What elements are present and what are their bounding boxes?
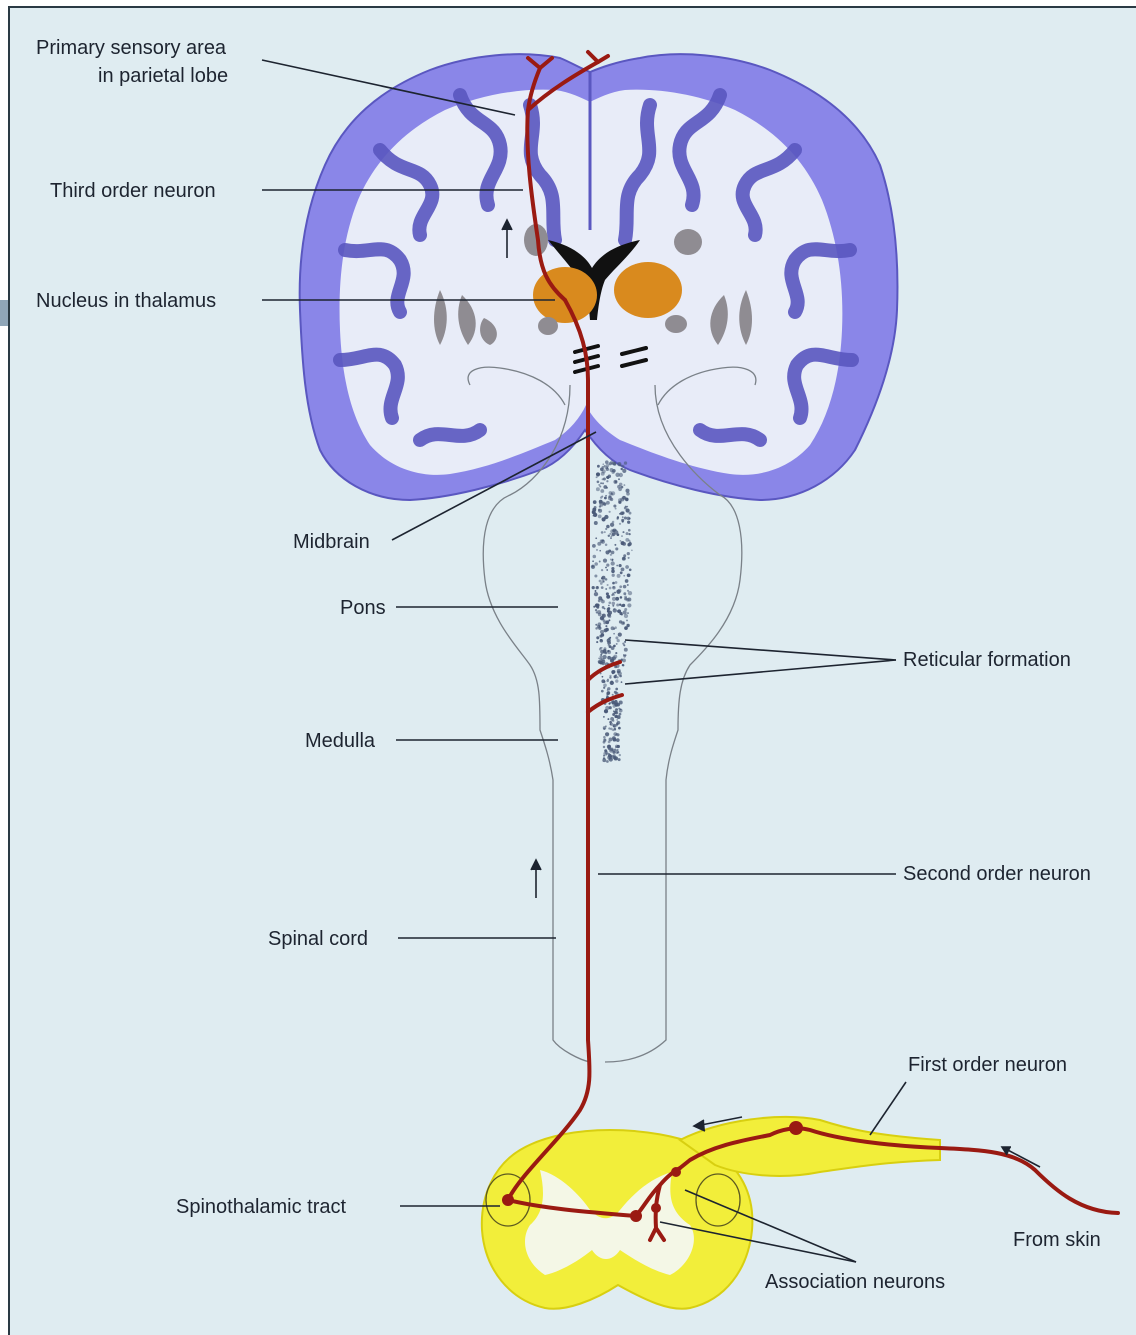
thalamus-right [614,262,682,318]
crossing-cell-dot [630,1210,642,1222]
label-thalamus-nucleus: Nucleus in thalamus [36,290,216,312]
label-from-skin: From skin [1013,1229,1101,1251]
label-midbrain: Midbrain [293,531,370,553]
label-spinothalamic-tract: Spinothalamic tract [176,1196,347,1218]
label-first-order-neuron: First order neuron [908,1054,1067,1076]
ganglion-cell-body [789,1121,803,1135]
label-primary-sensory-1: Primary sensory area [36,37,227,59]
tract-cell-dot [502,1194,514,1206]
association-cell-dot-2 [651,1203,661,1213]
label-third-order-neuron: Third order neuron [50,180,216,202]
label-primary-sensory-2: in parietal lobe [98,65,228,87]
label-association-neurons: Association neurons [765,1271,945,1293]
reticular-formation [591,460,633,762]
brain-section [300,54,898,500]
thalamus-left [533,267,597,323]
association-cell-dot-1 [671,1167,681,1177]
label-second-order-neuron: Second order neuron [903,863,1091,885]
label-medulla: Medulla [305,730,376,752]
label-reticular-formation: Reticular formation [903,649,1071,671]
label-pons: Pons [340,597,386,619]
up-arrow-icon [531,860,541,898]
label-spinal-cord: Spinal cord [268,928,368,950]
